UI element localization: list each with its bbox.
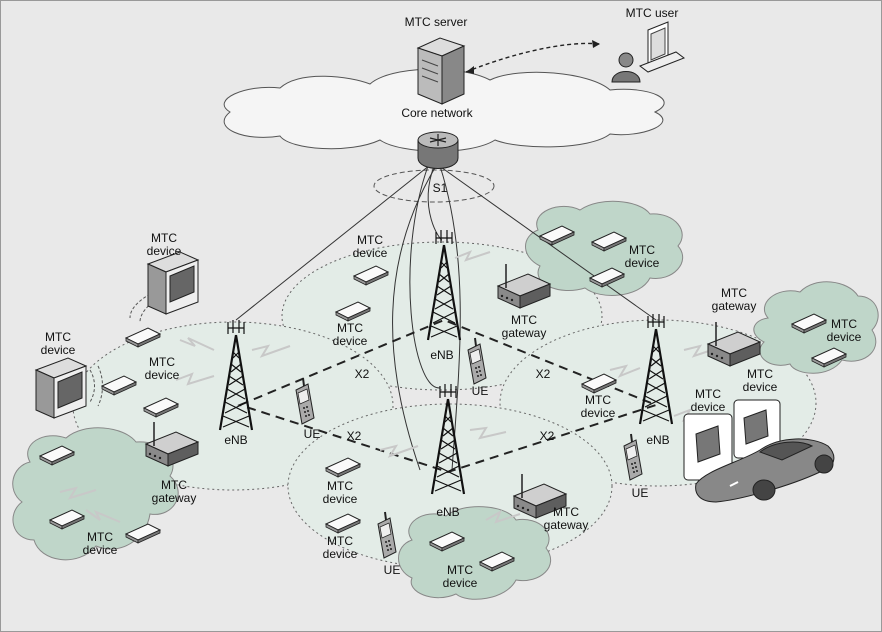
mtc-device-label-line2: device <box>743 380 778 394</box>
mtc-gateway-label-line2: gateway <box>544 518 589 532</box>
mtc-gateway-label-line2: gateway <box>712 299 757 313</box>
x2-label: X2 <box>536 367 551 381</box>
s1-label: S1 <box>433 181 448 195</box>
mtc-device-label-line2: device <box>147 244 182 258</box>
mtc-device-label-line2: device <box>625 256 660 270</box>
mtc-server-label: MTC server <box>405 15 468 29</box>
mtc-device-label-line2: device <box>323 547 358 561</box>
enb-left-label: eNB <box>224 433 247 447</box>
mtc-device-label-line2: device <box>353 246 388 260</box>
mtc-device-label-line2: device <box>83 543 118 557</box>
cloud-bottom-center <box>398 506 552 600</box>
mtc-device-label-line1: MTC <box>585 393 611 407</box>
mtc-device-label-line1: MTC <box>695 387 721 401</box>
core-router-icon <box>417 131 459 169</box>
mtc-gateway-label-line1: MTC <box>161 478 187 492</box>
ue-left-label: UE <box>304 427 321 441</box>
mtc-user-label: MTC user <box>626 6 679 20</box>
s1-backhaul-links <box>235 164 657 471</box>
mtc-device-label-line1: MTC <box>87 530 113 544</box>
mtc-device-label-line1: MTC <box>327 534 353 548</box>
mtc-device-label-line2: device <box>323 492 358 506</box>
mtc-device-label-line1: MTC <box>337 321 363 335</box>
mtc-device-label-line1: MTC <box>831 317 857 331</box>
core-network-label: Core network <box>401 106 473 120</box>
mtc-device-label-line2: device <box>581 406 616 420</box>
mtc-device-label-line2: device <box>41 343 76 357</box>
mtc-server-icon <box>416 37 466 105</box>
x2-label: X2 <box>347 429 362 443</box>
mtc-device-label-line2: device <box>333 334 368 348</box>
mtc-large-device-top-icon <box>146 251 200 315</box>
mtc-device-label-line1: MTC <box>327 479 353 493</box>
ue-bottom-label: UE <box>384 563 401 577</box>
mtc-large-device-left-icon <box>34 357 88 419</box>
ue-top-label: UE <box>472 384 489 398</box>
connected-car-icon <box>683 399 835 503</box>
mtc-device-label-line2: device <box>145 368 180 382</box>
mtc-user-icon <box>611 21 686 83</box>
mtc-device-label-line1: MTC <box>45 330 71 344</box>
enb-top-label: eNB <box>430 348 453 362</box>
x2-label: X2 <box>355 367 370 381</box>
mtc-gateway-label-line1: MTC <box>511 313 537 327</box>
enb-bottom-label: eNB <box>436 505 459 519</box>
mtc-gateway-label-line1: MTC <box>721 286 747 300</box>
enb-right-label: eNB <box>646 433 669 447</box>
mtc-device-label-line1: MTC <box>747 367 773 381</box>
mtc-device-label-line1: MTC <box>149 355 175 369</box>
mtc-gateway-label-line1: MTC <box>553 505 579 519</box>
mtc-device-label-line1: MTC <box>629 243 655 257</box>
mtc-device-label-line2: device <box>691 400 726 414</box>
mtc-device-label-line1: MTC <box>151 231 177 245</box>
x2-label: X2 <box>540 429 555 443</box>
core-network-cloud <box>223 68 665 152</box>
mtc-gateway-label-line2: gateway <box>152 491 197 505</box>
mtc-device-label-line2: device <box>443 576 478 590</box>
ue-right-label: UE <box>632 486 649 500</box>
x2-interface-links <box>237 318 659 474</box>
mtc-device-label-line2: device <box>827 330 862 344</box>
mtc-device-label-line1: MTC <box>357 233 383 247</box>
mtc-gateway-label-line2: gateway <box>502 326 547 340</box>
mtc-device-label-line1: MTC <box>447 563 473 577</box>
